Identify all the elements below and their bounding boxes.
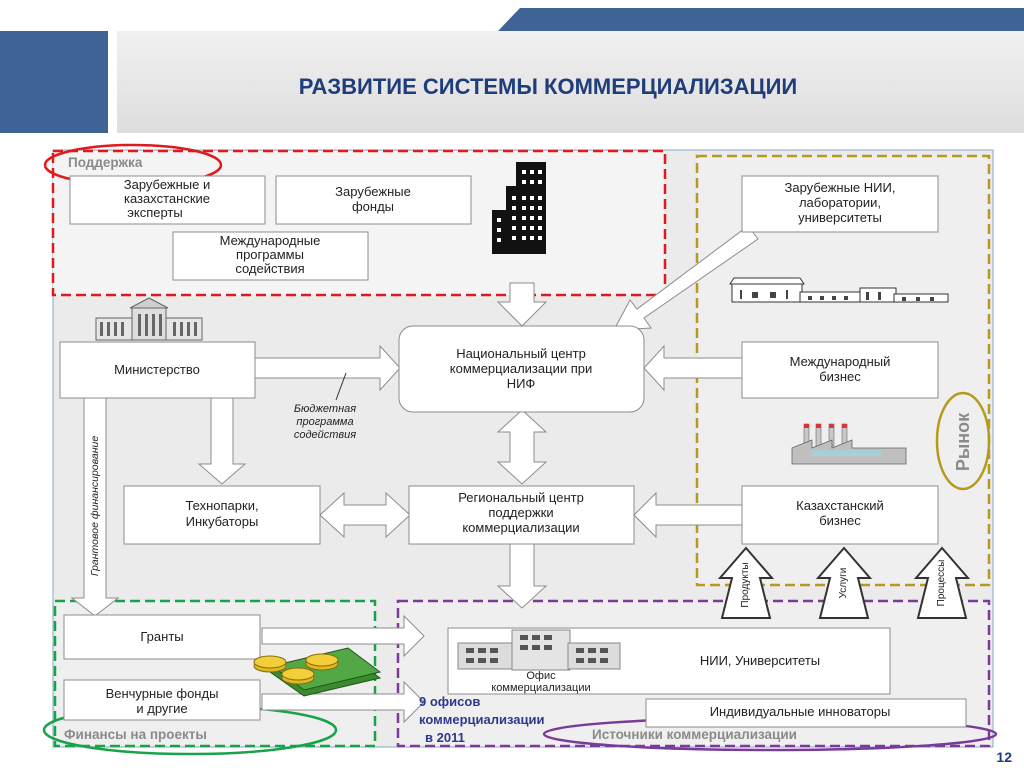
svg-text:Услуги: Услуги [838, 568, 849, 599]
svg-text:коммерциализации: коммерциализации [419, 712, 544, 727]
header-blue-square [0, 31, 108, 133]
svg-text:программы: программы [236, 247, 304, 262]
box-venture-funds: Венчурные фонды и другие [63, 679, 261, 721]
box-foreign-kz-experts: Зарубежные и казахстанские эксперты [69, 175, 266, 225]
market-label: Рынок [953, 412, 973, 471]
svg-text:лаборатории,: лаборатории, [799, 195, 881, 210]
svg-text:бизнес: бизнес [819, 513, 861, 528]
arrow-venture-to-sources [261, 680, 425, 724]
svg-text:НИФ: НИФ [507, 376, 536, 391]
svg-text:поддержки: поддержки [488, 505, 553, 520]
svg-text:Индивидуальные инноваторы: Индивидуальные инноваторы [710, 704, 891, 719]
svg-text:программа: программа [296, 416, 353, 428]
arrow-ministry-to-technoparks [197, 397, 247, 485]
svg-text:Офис: Офис [526, 670, 556, 682]
box-kz-business: Казахстанский бизнес [741, 485, 939, 545]
svg-text:Казахстанский: Казахстанский [796, 498, 884, 513]
box-foreign-funds: Зарубежные фонды [275, 175, 472, 225]
box-individual-innovators: Индивидуальные инноваторы [645, 698, 967, 728]
flow-arrow-products: Продукты [717, 546, 775, 619]
svg-text:Бюджетная: Бюджетная [294, 403, 356, 415]
svg-text:содействия: содействия [235, 261, 304, 276]
svg-text:университеты: университеты [798, 210, 882, 225]
box-intl-business: Международный бизнес [741, 341, 939, 399]
svg-text:казахстанские: казахстанские [124, 191, 210, 206]
market-ellipse [935, 391, 991, 491]
page-title: РАЗВИТИЕ СИСТЕМЫ КОММЕРЦИАЛИЗАЦИИ [299, 74, 797, 99]
arrow-grant-financing [70, 397, 120, 617]
sources-label: Источники коммерциализации [592, 727, 797, 742]
flow-arrow-services: Услуги [815, 546, 873, 619]
svg-text:Зарубежные НИИ,: Зарубежные НИИ, [785, 180, 896, 195]
header-tab [498, 8, 1024, 31]
arrow-regional-to-sources [496, 542, 548, 609]
svg-text:Зарубежные и: Зарубежные и [124, 177, 211, 192]
finance-label: Финансы на проекты [64, 727, 207, 742]
svg-text:Министерство: Министерство [114, 362, 200, 377]
svg-text:Национальный центр: Национальный центр [456, 346, 586, 361]
svg-text:Процессы: Процессы [936, 560, 947, 607]
arrow-intl-to-center [643, 344, 743, 392]
grant-financing-annotation: Грантовое финансирование [89, 436, 101, 577]
arrow-kzbusiness-to-regional [633, 491, 743, 539]
offices-note: 9 офисов коммерциализации в 2011 [419, 694, 544, 745]
svg-text:в 2011: в 2011 [425, 730, 465, 745]
arrow-grants-to-sources [261, 614, 425, 658]
svg-text:коммерциализации при: коммерциализации при [450, 361, 593, 376]
svg-text:Продукты: Продукты [740, 562, 751, 607]
svg-text:Гранты: Гранты [140, 629, 183, 644]
money-stack-icon [253, 647, 382, 697]
svg-text:Международный: Международный [790, 354, 891, 369]
arrow-center-to-regional [496, 409, 548, 485]
flow-arrow-processes: Процессы [913, 546, 971, 619]
box-ministry: Министерство [59, 341, 256, 399]
svg-text:Зарубежные: Зарубежные [335, 184, 411, 199]
campus-building-icon [729, 277, 949, 303]
box-national-center: Национальный центр коммерциализации при … [398, 325, 645, 413]
svg-text:Технопарки,: Технопарки, [185, 498, 258, 513]
svg-text:эксперты: эксперты [127, 205, 182, 220]
skyscraper-icon [492, 162, 546, 254]
arrow-support-to-center [496, 282, 548, 327]
svg-text:коммерциализации: коммерциализации [491, 682, 590, 694]
support-label: Поддержка [68, 155, 143, 170]
svg-text:9 офисов: 9 офисов [419, 694, 480, 709]
svg-text:фонды: фонды [352, 199, 394, 214]
box-grants: Гранты [63, 614, 261, 660]
svg-text:бизнес: бизнес [819, 369, 861, 384]
budget-program-annotation: Бюджетная программа содействия [294, 372, 356, 441]
page-number: 12 [996, 749, 1012, 765]
svg-text:и другие: и другие [136, 701, 187, 716]
svg-text:НИИ, Университеты: НИИ, Университеты [700, 653, 820, 668]
box-technoparks: Технопарки, Инкубаторы [123, 485, 321, 545]
svg-text:Региональный центр: Региональный центр [458, 490, 584, 505]
office-building-icon: Офис коммерциализации [457, 629, 621, 694]
box-intl-programs: Международные программы содействия [172, 231, 369, 281]
svg-text:содействия: содействия [294, 429, 356, 441]
box-foreign-research: Зарубежные НИИ, лаборатории, университет… [741, 175, 939, 233]
svg-text:Инкубаторы: Инкубаторы [186, 514, 259, 529]
svg-text:коммерциализации: коммерциализации [462, 520, 579, 535]
factory-icon [791, 423, 907, 465]
svg-text:Международные: Международные [220, 233, 321, 248]
box-regional-center: Региональный центр поддержки коммерциали… [408, 485, 635, 545]
ministry-building-icon [95, 297, 203, 341]
arrow-ministry-to-center [254, 344, 401, 392]
svg-text:Венчурные фонды: Венчурные фонды [106, 686, 219, 701]
header-bar [117, 31, 1024, 133]
